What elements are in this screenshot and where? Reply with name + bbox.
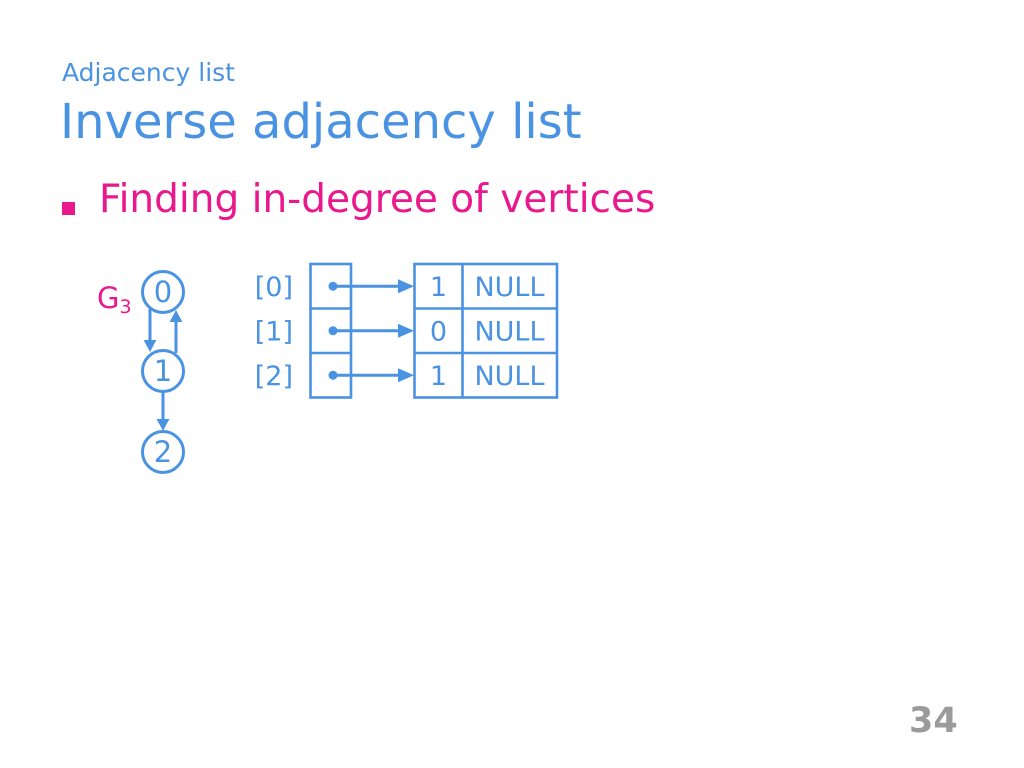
graph-node-0: 0	[141, 270, 185, 314]
array-index-label-1: [1]	[255, 317, 293, 348]
graph-edge-1-to-2	[156, 392, 170, 431]
page-number: 34	[909, 701, 958, 741]
list-node-2-vertex: 1	[430, 361, 447, 392]
list-node-1-vertex: 0	[430, 317, 447, 348]
list-node-2-next: NULL	[474, 361, 544, 392]
graph-edge-1-to-0	[169, 310, 183, 353]
graph-node-0-label: 0	[154, 275, 172, 309]
graph-node-2-label: 2	[154, 435, 172, 469]
list-node-0-next: NULL	[474, 272, 544, 303]
graph-node-1: 1	[141, 349, 185, 393]
array-index-label-2: [2]	[255, 361, 293, 392]
pointer-arrow-2	[328, 368, 414, 383]
bullet-marker-icon	[62, 202, 75, 215]
list-node-table	[413, 262, 559, 399]
pointer-arrow-1	[328, 323, 414, 338]
array-index-label-0: [0]	[255, 272, 293, 303]
graph-edge-0-to-1	[143, 309, 157, 352]
slide-subtitle: Adjacency list	[62, 58, 235, 87]
list-node-1-next: NULL	[474, 317, 544, 348]
bullet-text: Finding in-degree of vertices	[99, 177, 656, 222]
pointer-arrow-0	[328, 279, 414, 294]
slide-title: Inverse adjacency list	[60, 94, 582, 150]
list-node-0-vertex: 1	[430, 272, 447, 303]
bullet-item: Finding in-degree of vertices	[62, 177, 655, 223]
graph-node-2: 2	[141, 430, 185, 474]
graph-name: G	[97, 281, 120, 315]
graph-node-1-label: 1	[154, 354, 172, 388]
graph-name-label: G3	[97, 281, 132, 317]
graph-name-subscript: 3	[119, 296, 132, 318]
